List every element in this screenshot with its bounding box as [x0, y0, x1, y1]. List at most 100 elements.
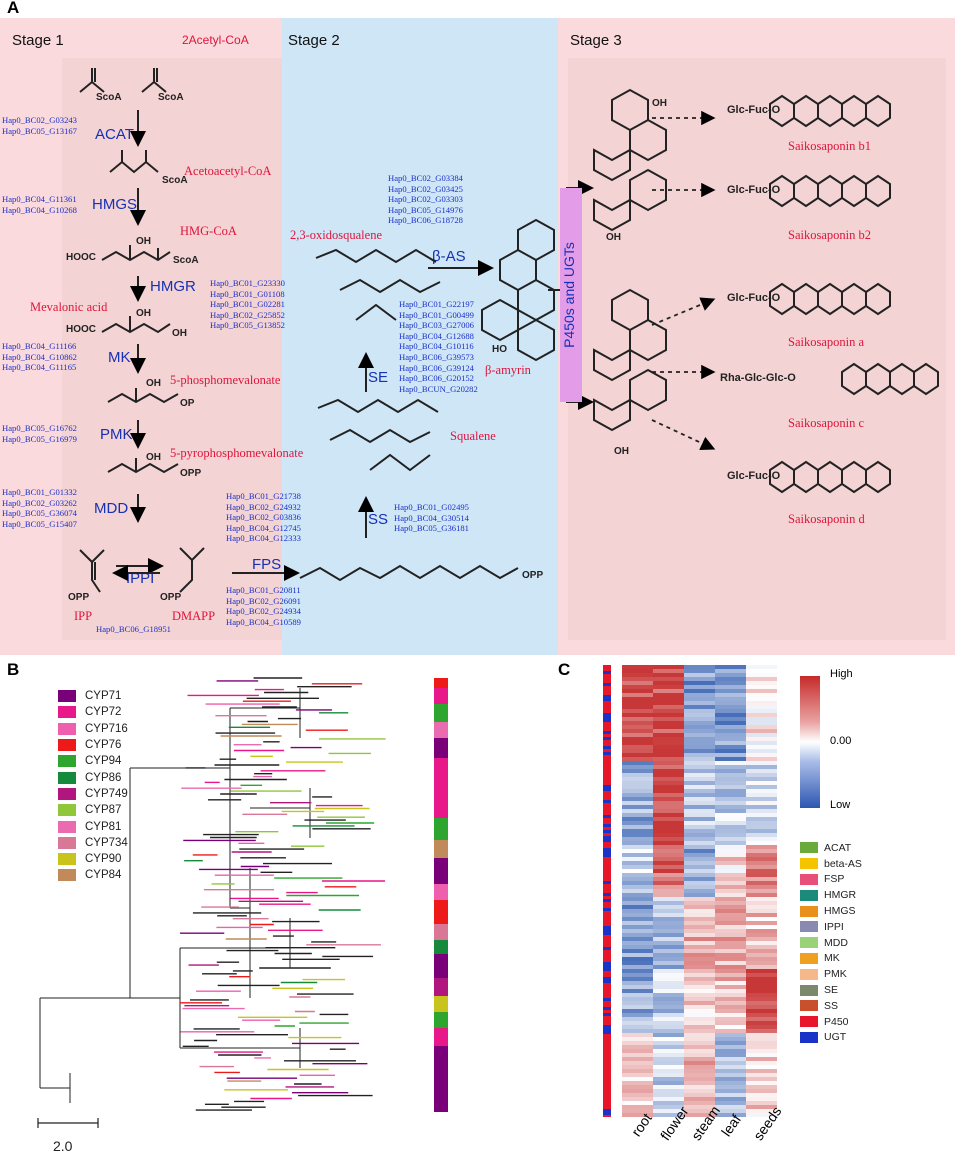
- gene-class-cell: [603, 851, 611, 854]
- heatmap-cell: [684, 897, 715, 901]
- heatmap-cell: [653, 825, 684, 829]
- rha-glc-glc-o-c: Rha-Glc-Glc-O: [720, 372, 796, 384]
- heatmap-cell: [684, 977, 715, 981]
- heatmap-cell: [715, 989, 746, 993]
- heatmap-cell: [684, 701, 715, 705]
- cyp-legend-label: CYP734: [85, 836, 128, 849]
- gene-class-cell: [603, 863, 611, 866]
- heatmap-cell: [746, 981, 777, 985]
- gene-class-cell: [603, 1064, 611, 1067]
- gene-class-cell: [603, 1028, 611, 1031]
- heatmap-cell: [684, 741, 715, 745]
- heatmap-cell: [684, 881, 715, 885]
- cyp-legend-swatch: [58, 869, 76, 882]
- heatmap-cell: [684, 893, 715, 897]
- heatmap-cell: [684, 1009, 715, 1013]
- heatmap-cell: [622, 913, 653, 917]
- gene-class-cell: [603, 1013, 611, 1016]
- cyp-legend-swatch: [58, 853, 76, 866]
- heatmap-cell: [653, 1101, 684, 1105]
- heatmap-cell: [653, 993, 684, 997]
- heatmap-cell: [684, 773, 715, 777]
- heatmap-cell: [622, 769, 653, 773]
- heatmap-cell: [653, 861, 684, 865]
- heatmap-cell: [746, 677, 777, 681]
- gene-class-legend-swatch: [800, 968, 818, 980]
- heatmap-cell: [715, 725, 746, 729]
- heatmap-cell: [715, 997, 746, 1001]
- heatmap-cell: [653, 1033, 684, 1037]
- gene-class-cell: [603, 956, 611, 959]
- heatmap-cell: [653, 977, 684, 981]
- heatmap-cell: [715, 929, 746, 933]
- heatmap-cell: [653, 1053, 684, 1057]
- gene-class-cell: [603, 866, 611, 869]
- gene-class-cell: [603, 899, 611, 902]
- heatmap-cell: [622, 865, 653, 869]
- heatmap-cell: [653, 709, 684, 713]
- heatmap-cell: [622, 825, 653, 829]
- heatmap-cell: [622, 793, 653, 797]
- oh-label-int3: OH: [614, 446, 629, 457]
- heatmap-cell: [622, 753, 653, 757]
- heatmap-cell: [622, 937, 653, 941]
- gene-class-cell: [603, 710, 611, 713]
- heatmap-cell: [715, 841, 746, 845]
- heatmap-cell: [622, 885, 653, 889]
- heatmap-cell: [684, 829, 715, 833]
- enzyme-ippi: IPPI: [126, 570, 155, 587]
- heatmap-cell: [622, 881, 653, 885]
- heatmap-cell: [715, 1069, 746, 1073]
- heatmap-cell: [653, 769, 684, 773]
- cyp-strip-segment: [434, 858, 448, 884]
- gene-class-cell: [603, 977, 611, 980]
- enzyme-beta-as: β-AS: [432, 248, 466, 265]
- heatmap-cell: [746, 909, 777, 913]
- panel-label-a: A: [7, 0, 20, 17]
- gene-class-legend-swatch: [800, 905, 818, 917]
- gene-class-cell: [603, 1034, 611, 1037]
- heatmap-cell: [622, 1021, 653, 1025]
- gene-class-cell: [603, 722, 611, 725]
- cyp-legend-swatch: [58, 771, 76, 784]
- enzyme-hmgr: HMGR: [150, 278, 196, 295]
- heatmap-cell: [653, 845, 684, 849]
- gene-class-cell: [603, 830, 611, 833]
- gene-class-cell: [603, 971, 611, 974]
- heatmap-cell: [684, 725, 715, 729]
- heatmap-cell: [746, 689, 777, 693]
- heatmap-cell: [684, 1085, 715, 1089]
- cyp-strip-segment: [434, 940, 448, 954]
- heatmap-cell: [622, 1085, 653, 1089]
- gene-class-cell: [603, 953, 611, 956]
- heatmap-cell: [746, 1097, 777, 1101]
- heatmap-cell: [684, 925, 715, 929]
- heatmap-cell: [746, 1049, 777, 1053]
- heatmap-cell: [622, 1101, 653, 1105]
- heatmap-cell: [746, 921, 777, 925]
- heatmap-cell: [622, 713, 653, 717]
- heatmap-cell: [746, 957, 777, 961]
- heatmap-cell: [684, 989, 715, 993]
- heatmap-cell: [684, 1033, 715, 1037]
- heatmap-cell: [715, 1017, 746, 1021]
- heatmap-cell: [746, 893, 777, 897]
- heatmap-cell: [684, 1069, 715, 1073]
- genes-fps-bottom: Hap0_BC01_G20811 Hap0_BC02_G26091 Hap0_B…: [226, 585, 301, 627]
- heatmap-cell: [653, 965, 684, 969]
- heatmap-cell: [715, 905, 746, 909]
- gene-class-cell: [603, 761, 611, 764]
- heatmap-cell: [746, 1025, 777, 1029]
- heatmap-cell: [746, 669, 777, 673]
- pathway-structures: [79, 68, 939, 593]
- cyp-legend-swatch: [58, 804, 76, 817]
- heatmap-cell: [622, 1077, 653, 1081]
- glc-fuc-o-b1: Glc-Fuc-O: [727, 104, 781, 116]
- stage1-inner-box: [62, 58, 282, 640]
- heatmap-cell: [684, 993, 715, 997]
- heatmap-cell: [684, 693, 715, 697]
- gene-class-cell: [603, 698, 611, 701]
- gene-class-cell: [603, 932, 611, 935]
- gene-class-cell: [603, 926, 611, 929]
- heatmap-cell: [746, 937, 777, 941]
